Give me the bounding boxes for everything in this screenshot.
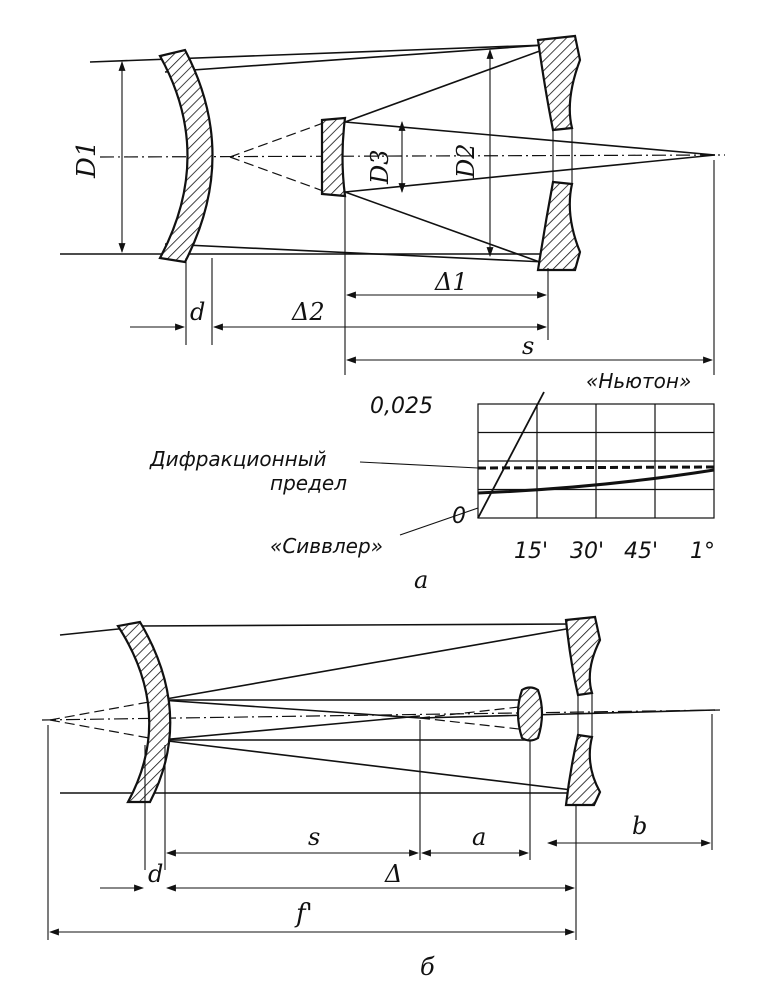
y-top-label: 0,025 xyxy=(370,394,433,419)
aberration-chart: «Ньютон» 0,025 0 Дифракционный предел «С… xyxy=(149,369,715,594)
label-delta2: Δ2 xyxy=(291,298,325,326)
diffraction-leader xyxy=(359,461,479,469)
newton-curve xyxy=(477,391,545,519)
meniscus-lens-a xyxy=(158,48,214,264)
ray-b2 xyxy=(159,739,573,791)
ray-b5 xyxy=(159,699,421,719)
diffraction-label-line1: Дифракционный xyxy=(149,447,327,471)
ray-bottom-to-secondary xyxy=(164,243,546,263)
ray-a4 xyxy=(344,154,716,193)
ray-b-top xyxy=(139,623,573,627)
x-tick-1deg: 1° xyxy=(690,539,715,564)
label-delta1: Δ1 xyxy=(434,268,468,296)
x-tick-30: 30' xyxy=(570,539,604,564)
ray-a3 xyxy=(344,121,716,156)
ray-a2 xyxy=(344,191,549,266)
main-mirror-bottom-a xyxy=(536,180,582,272)
series-newton-label: «Ньютон» xyxy=(586,369,691,393)
ray-a1 xyxy=(344,47,549,123)
virtual-ray-b3 xyxy=(419,705,529,719)
ray-b7 xyxy=(419,709,716,719)
ray-top-to-secondary xyxy=(164,44,546,73)
x-tick-45: 45' xyxy=(624,539,658,564)
meniscus-lens-b xyxy=(116,620,172,804)
label-b-b: b xyxy=(632,812,647,840)
label-delta-b: Δ xyxy=(384,860,402,888)
virtual-ray-b4 xyxy=(419,717,529,731)
diffraction-limit-line xyxy=(477,465,715,470)
main-mirror-bottom-b xyxy=(564,733,602,807)
ray-b6 xyxy=(159,715,421,741)
sivlvr-curve xyxy=(477,468,715,495)
sivlvr-leader xyxy=(399,507,479,536)
caption-b: б xyxy=(420,953,435,981)
label-a-b: a xyxy=(472,823,486,851)
label-d2: D2 xyxy=(452,143,480,179)
caption-a: а xyxy=(414,566,428,594)
label-d3: D3 xyxy=(366,149,394,185)
ray-b-top-in xyxy=(59,627,129,636)
label-d-a: d xyxy=(190,298,205,326)
diagram-b: s a b d Δ f' б xyxy=(41,615,721,981)
virtual-ray-1 xyxy=(229,121,327,158)
label-d-b: d xyxy=(148,860,163,888)
label-s-b: s xyxy=(308,823,320,851)
virtual-ray-b2 xyxy=(49,719,161,741)
ray-b1 xyxy=(159,627,573,701)
label-s-a: s xyxy=(522,332,534,360)
ray-top-outer xyxy=(89,44,546,63)
main-mirror-top-b xyxy=(564,615,602,697)
diffraction-label-line2: предел xyxy=(270,471,347,495)
field-lens-b xyxy=(516,686,544,742)
series-sivlvr-label: «Сиввлер» xyxy=(270,534,383,558)
secondary-mirror-a xyxy=(320,116,347,198)
optical-axis-b xyxy=(41,709,721,721)
y-zero-label: 0 xyxy=(452,504,466,529)
chart-grid xyxy=(477,391,715,519)
label-d1: D1 xyxy=(72,141,102,179)
x-tick-15: 15' xyxy=(514,539,548,564)
virtual-ray-2 xyxy=(229,156,327,193)
virtual-ray-b1 xyxy=(49,699,161,721)
label-f-b: f' xyxy=(294,899,313,929)
main-mirror-top-a xyxy=(536,34,582,132)
diagram-a: D1 D3 D2 Δ1 d Δ2 s xyxy=(60,34,726,375)
